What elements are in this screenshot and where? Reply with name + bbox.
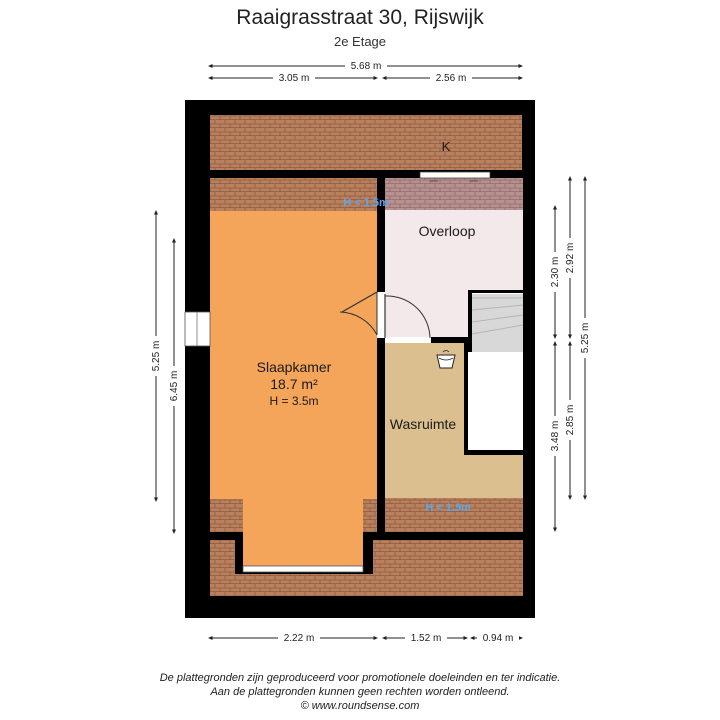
wasruimte-area-low	[385, 455, 523, 498]
slaapkamer-height-label: H = 3.5m	[269, 394, 318, 408]
footer-disclaimer-2: Aan de plattegronden kunnen geen rechten…	[210, 686, 510, 698]
dim-bottom-right: 0.94 m	[483, 633, 514, 644]
dim-right-lower-outer: 2.85 m	[565, 405, 576, 436]
attic-k-area	[210, 115, 522, 170]
dim-left-inner: 5.25 m	[151, 341, 162, 372]
slaapkamer-roof-top	[210, 178, 377, 211]
dim-bottom-mid: 1.52 m	[411, 633, 442, 644]
dim-right-upper-inner: 2.30 m	[550, 257, 561, 288]
wall-between-bedroom-landing	[377, 176, 385, 532]
slaapkamer-area	[210, 211, 377, 499]
dim-bottom-left: 2.22 m	[284, 633, 315, 644]
roof-bottom-left	[210, 540, 235, 596]
dim-left-outer: 6.45 m	[169, 371, 180, 402]
footer-copyright: © www.roundsense.com	[300, 700, 420, 712]
overloop-label: Overloop	[419, 223, 476, 239]
dim-right-upper-outer: 2.92 m	[565, 243, 576, 274]
skylight	[419, 171, 491, 179]
slaapkamer-roof-left	[210, 499, 243, 532]
dim-right-lower-inner: 3.48 m	[550, 421, 561, 452]
window-dormer	[242, 565, 364, 573]
roof-bottom-right	[373, 540, 523, 596]
roof-bottom-under	[235, 574, 373, 596]
overloop-roof	[385, 178, 523, 210]
dim-top-left: 3.05 m	[279, 73, 310, 84]
height-note-top: H < 1.5m	[343, 197, 389, 209]
window-left	[184, 311, 211, 347]
wasruimte-roof	[385, 498, 523, 532]
stair-walls	[468, 290, 472, 352]
floor-label: 2e Etage	[333, 34, 387, 49]
footer-disclaimer-1: De plattegronden zijn geproduceerd voor …	[159, 672, 561, 684]
page-title: Raaigrasstraat 30, Rijswijk	[236, 6, 484, 29]
slaapkamer-roof-right	[363, 499, 377, 532]
dim-top-right: 2.56 m	[436, 73, 467, 84]
door-slaapkamer	[339, 291, 385, 338]
door-wasruimte	[384, 294, 431, 343]
slaapkamer-area-label: 18.7 m²	[270, 376, 318, 392]
laundry-icon	[436, 350, 456, 369]
slaapkamer-dormer	[243, 499, 363, 566]
stair-steps	[472, 294, 523, 352]
dim-top-total: 5.68 m	[351, 61, 382, 72]
attic-k-label: K	[442, 139, 451, 154]
wasruimte-label: Wasruimte	[390, 416, 457, 432]
dim-right-total: 5.25 m	[580, 323, 591, 354]
slaapkamer-label: Slaapkamer	[257, 359, 332, 375]
height-note-bottom: H < 1.5m	[425, 502, 471, 514]
